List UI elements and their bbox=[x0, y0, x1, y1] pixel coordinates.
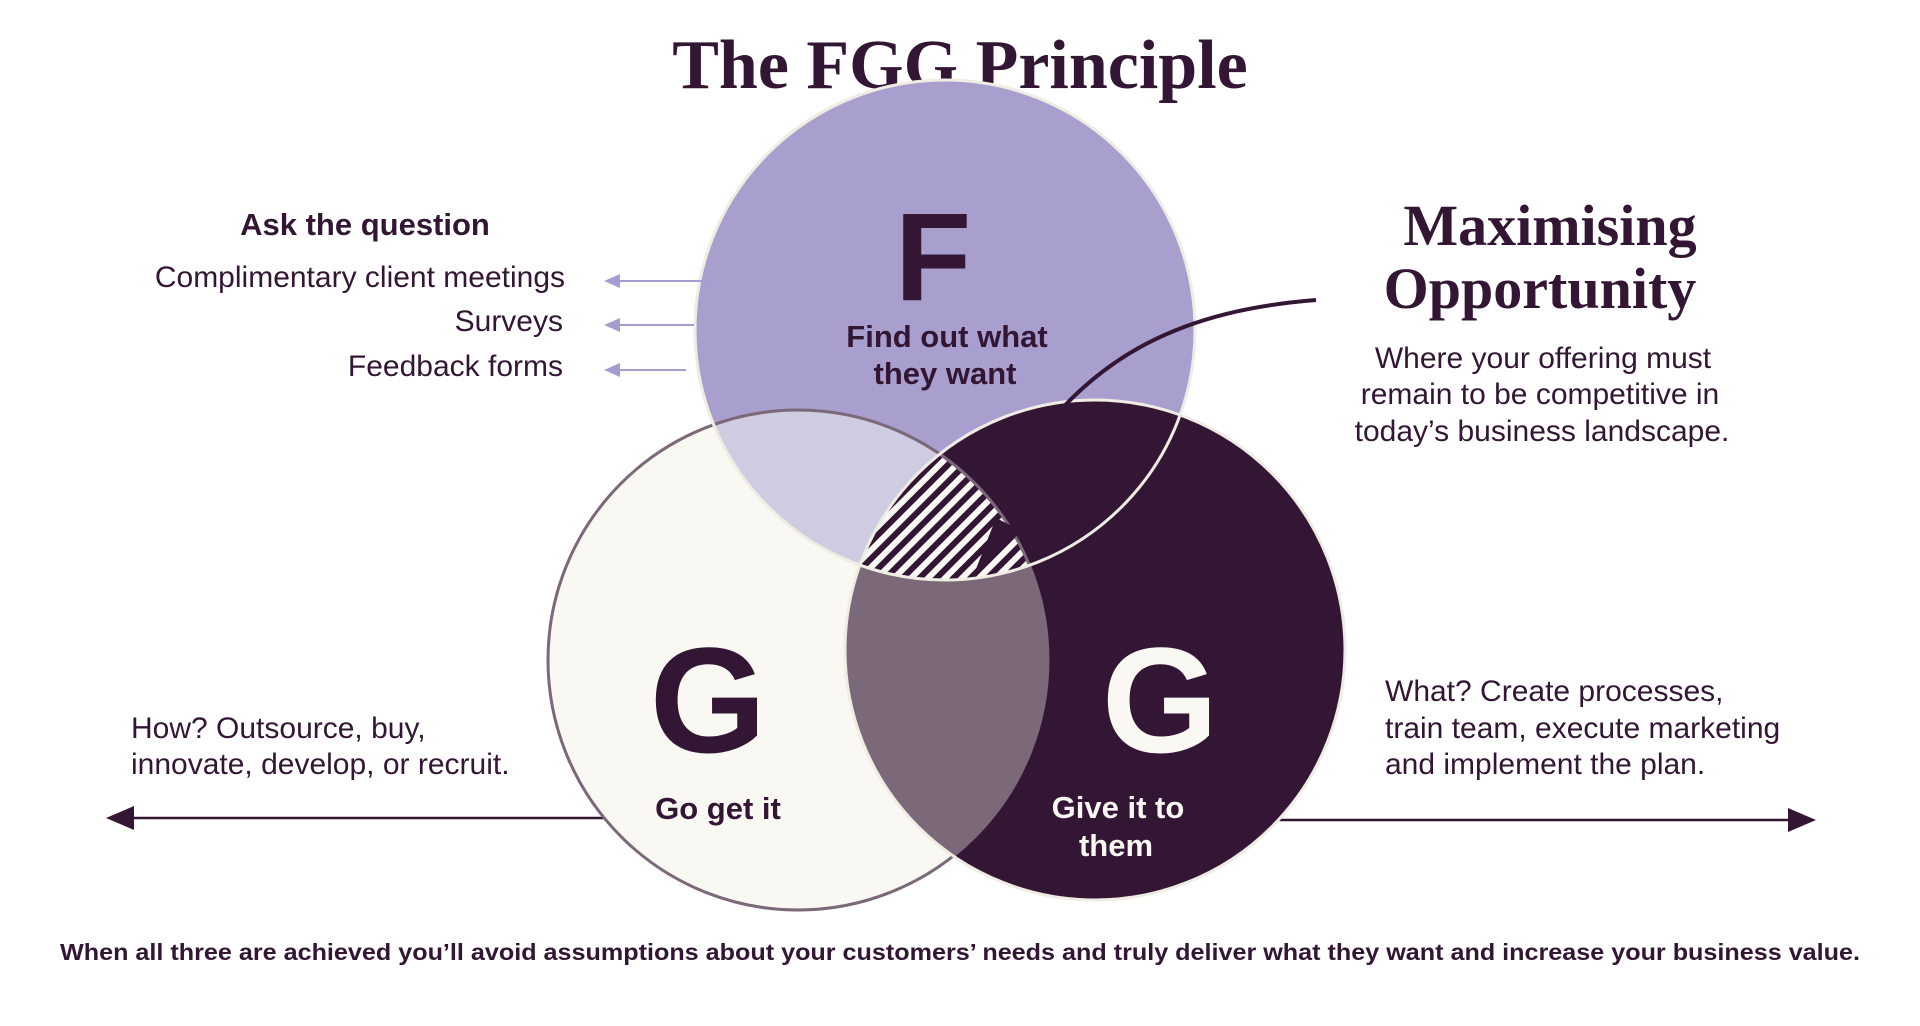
ask-item: Feedback forms bbox=[348, 350, 563, 383]
right-axis-arrow bbox=[1270, 808, 1816, 832]
give-label-line2: them bbox=[1079, 828, 1153, 863]
left-axis-arrow bbox=[106, 806, 610, 830]
ask-heading: Ask the question bbox=[240, 207, 490, 242]
ask-arrow bbox=[604, 363, 686, 377]
find-label-line2: they want bbox=[874, 356, 1017, 391]
go-label: Go get it bbox=[655, 791, 781, 826]
footer-note: When all three are achieved you’ll avoid… bbox=[60, 939, 1860, 965]
opportunity-desc-line: Where your offering must bbox=[1375, 342, 1712, 375]
ask-item: Complimentary client meetings bbox=[155, 261, 565, 294]
opportunity-desc-line: remain to be competitive in bbox=[1361, 378, 1720, 411]
what-text-line: and implement the plan. bbox=[1385, 748, 1705, 781]
how-text-line: How? Outsource, buy, bbox=[131, 712, 426, 745]
opportunity-heading-line1: Maximising bbox=[1403, 193, 1696, 258]
find-letter: F bbox=[895, 188, 971, 327]
give-letter: G bbox=[1102, 616, 1219, 784]
ask-arrow bbox=[604, 318, 694, 332]
ask-item: Surveys bbox=[455, 305, 563, 338]
center-hatched-overlap bbox=[845, 410, 1048, 580]
opportunity-pointer-arrow bbox=[974, 298, 1317, 574]
what-text-line: train team, execute marketing bbox=[1385, 712, 1780, 745]
give-circle-outline bbox=[843, 398, 1347, 902]
give-label-line1: Give it to bbox=[1052, 790, 1185, 825]
find-circle-outline bbox=[693, 78, 1197, 582]
what-text-line: What? Create processes, bbox=[1385, 675, 1723, 708]
go-letter: G bbox=[650, 616, 767, 784]
opportunity-desc-line: today’s business landscape. bbox=[1355, 415, 1730, 448]
opportunity-heading-line2: Opportunity bbox=[1384, 256, 1697, 321]
how-text-line: innovate, develop, or recruit. bbox=[131, 748, 510, 781]
find-label-line1: Find out what bbox=[846, 319, 1047, 354]
ask-arrow bbox=[604, 274, 712, 288]
go-circle-outline bbox=[546, 408, 1050, 912]
